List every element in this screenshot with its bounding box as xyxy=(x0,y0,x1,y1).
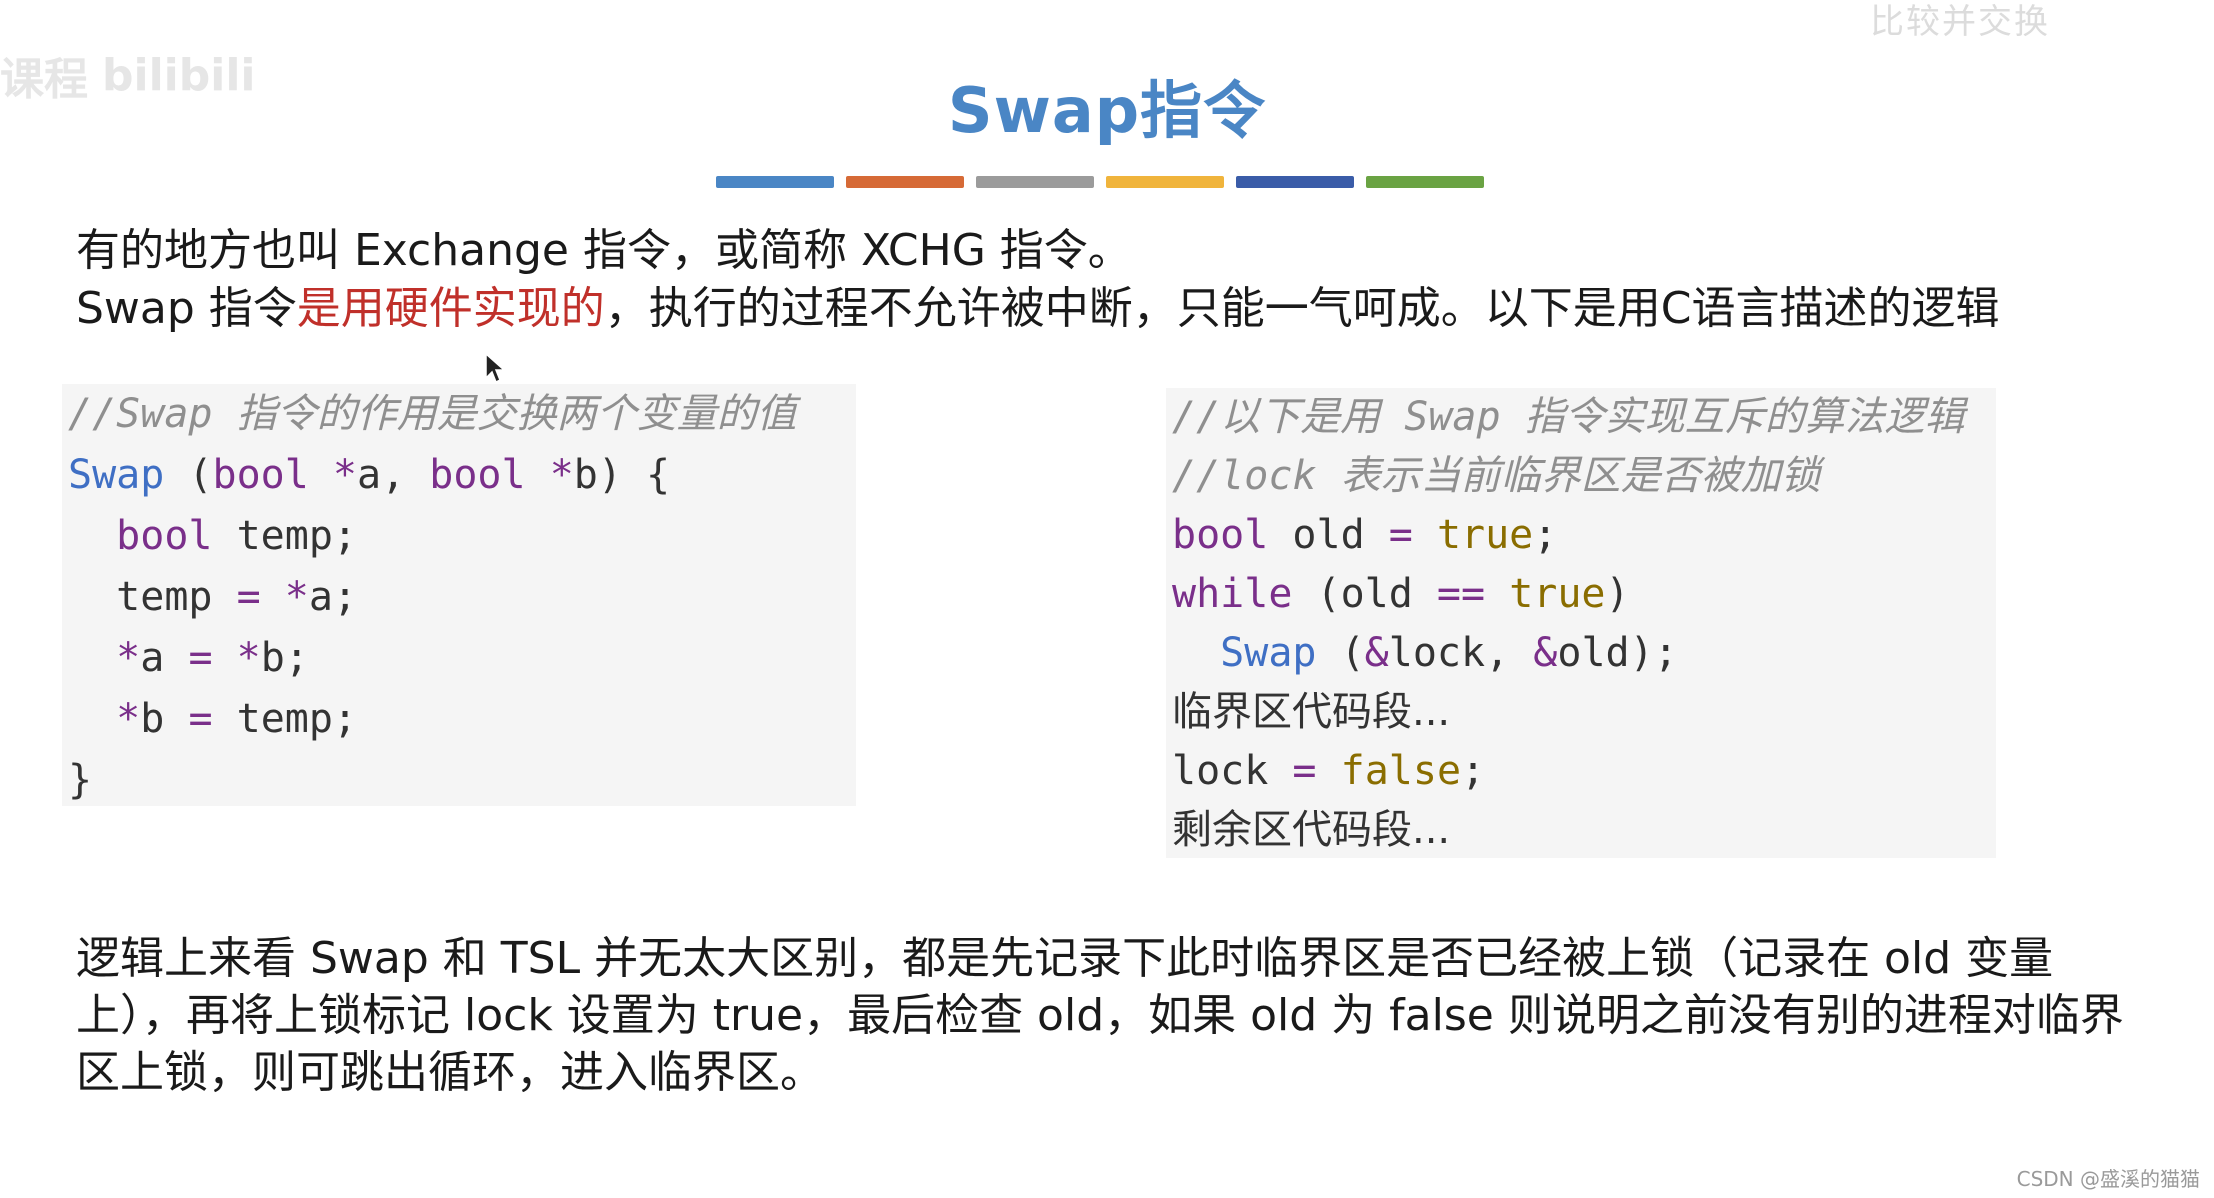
code-comment: //lock 表示当前临界区是否被加锁 xyxy=(1172,453,1821,499)
code-line: lock = false; xyxy=(1172,742,1996,801)
color-bar-segment-blue xyxy=(716,176,834,188)
watermark-logo-text: 课程 xyxy=(0,54,88,105)
code-line: *a = *b; xyxy=(68,628,856,689)
intro-line-2-prefix: Swap 指令 xyxy=(76,283,297,334)
code-keyword: while xyxy=(1172,571,1293,617)
code-operator: = xyxy=(1388,512,1413,558)
code-line: 临界区代码段... xyxy=(1172,689,1451,735)
code-value: true xyxy=(1509,571,1606,617)
csdn-watermark: CSDN @盛溪的猫猫 xyxy=(2016,1167,2200,1191)
code-operator: = xyxy=(236,574,261,620)
code-line: while (old == true) xyxy=(1172,565,1996,624)
code-text: ( xyxy=(1316,630,1365,676)
code-line: Swap (&lock, &old); xyxy=(1172,624,1996,683)
code-value: false xyxy=(1340,748,1462,794)
code-operator: = xyxy=(188,696,213,742)
intro-line-2-highlight: 是用硬件实现的 xyxy=(296,283,605,334)
code-text xyxy=(526,452,550,498)
title-color-bar xyxy=(716,176,1484,188)
intro-line-1: 有的地方也叫 Exchange 指令，或简称 XCHG 指令。 xyxy=(76,225,1132,276)
code-text: ( xyxy=(164,452,213,498)
code-operator: = xyxy=(188,635,213,681)
code-text: temp xyxy=(116,574,237,620)
code-text: (old xyxy=(1292,571,1437,617)
code-text: b; xyxy=(260,635,309,681)
code-comment: //Swap 指令的作用是交换两个变量的值 xyxy=(68,391,797,437)
intro-paragraph: 有的地方也叫 Exchange 指令，或简称 XCHG 指令。 Swap 指令是… xyxy=(76,222,2000,338)
code-text: ; xyxy=(1533,512,1558,558)
intro-line-2: Swap 指令是用硬件实现的，执行的过程不允许被中断，只能一气呵成。以下是用C语… xyxy=(76,280,2000,338)
code-keyword: bool xyxy=(1172,512,1269,558)
code-text: ) xyxy=(1605,571,1630,617)
code-value: true xyxy=(1436,512,1534,558)
code-operator: * xyxy=(284,574,309,620)
code-operator: * xyxy=(116,696,141,742)
code-operator: * xyxy=(332,452,358,498)
code-function-name: Swap xyxy=(1220,630,1317,676)
code-operator: * xyxy=(116,635,141,681)
intro-line-2-suffix: ，执行的过程不允许被中断，只能一气呵成。以下是用C语言描述的逻辑 xyxy=(604,283,2000,334)
code-text: old xyxy=(1268,512,1389,558)
code-text: lock xyxy=(1172,748,1293,794)
code-operator: * xyxy=(236,635,261,681)
code-line: bool temp; xyxy=(68,506,856,567)
code-operator: = xyxy=(1292,748,1317,794)
code-text: a xyxy=(140,635,189,681)
code-operator: == xyxy=(1436,571,1486,617)
code-function-name: Swap xyxy=(68,452,165,498)
code-text: ; xyxy=(1461,748,1486,794)
code-text: lock, xyxy=(1388,630,1534,676)
color-bar-segment-yellow xyxy=(1106,176,1224,188)
summary-paragraph: 逻辑上来看 Swap 和 TSL 并无太大区别，都是先记录下此时临界区是否已经被… xyxy=(76,933,2124,1098)
color-bar-segment-navy xyxy=(1236,176,1354,188)
code-operator: * xyxy=(549,452,574,498)
code-block-mutex-logic: //以下是用 Swap 指令实现互斥的算法逻辑 //lock 表示当前临界区是否被… xyxy=(1166,388,1996,858)
code-line: bool old = true; xyxy=(1172,506,1996,565)
mouse-cursor-icon xyxy=(485,352,506,384)
watermark-top-right: 比较并交换 xyxy=(1870,2,2050,42)
color-bar-segment-green xyxy=(1366,176,1484,188)
code-text xyxy=(261,574,285,620)
watermark-logo-brand: bilibili xyxy=(102,49,256,101)
bilibili-watermark-logo: 课程 bilibili xyxy=(0,20,320,130)
code-operator: & xyxy=(1533,630,1558,676)
code-text xyxy=(1485,571,1509,617)
code-line: temp = *a; xyxy=(68,567,856,628)
code-line: } xyxy=(68,757,93,803)
code-line: Swap (bool *a, bool *b) { xyxy=(68,445,856,506)
color-bar-segment-gray xyxy=(976,176,1094,188)
slide-title: Swap指令 xyxy=(947,74,1267,147)
code-text: temp; xyxy=(212,696,358,742)
code-text xyxy=(1317,748,1341,794)
color-bar-segment-orange xyxy=(846,176,964,188)
code-operator: & xyxy=(1364,630,1389,676)
code-line: 剩余区代码段... xyxy=(1172,807,1451,853)
code-keyword: bool xyxy=(116,513,213,559)
code-keyword: bool xyxy=(429,452,526,498)
code-text xyxy=(1413,512,1437,558)
code-line: *b = temp; xyxy=(68,689,856,750)
code-comment: //以下是用 Swap 指令实现互斥的算法逻辑 xyxy=(1172,394,1965,440)
code-text: b xyxy=(140,696,189,742)
code-text xyxy=(309,452,333,498)
code-text: a; xyxy=(308,574,358,620)
code-text: b) { xyxy=(573,452,671,498)
code-text: old); xyxy=(1557,630,1678,676)
code-text: temp; xyxy=(212,513,357,559)
code-keyword: bool xyxy=(212,452,309,498)
code-text: a, xyxy=(357,452,430,498)
code-text xyxy=(213,635,237,681)
